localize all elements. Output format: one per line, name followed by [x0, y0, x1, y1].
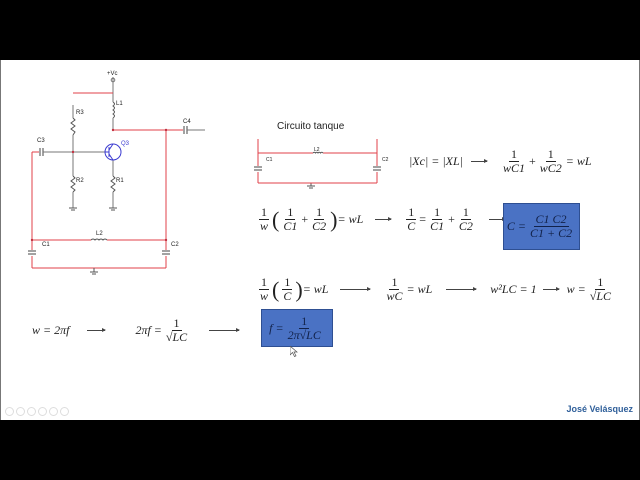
arrow-icon: [87, 328, 107, 332]
colpitts-schematic: [28, 77, 381, 275]
equation-frequency: w = 2πf 2πf = 1√LC: [32, 317, 241, 344]
q3-label: Q3: [121, 141, 130, 147]
supply-label: +Vc: [107, 71, 118, 77]
slides-icon[interactable]: [38, 407, 47, 416]
more-icon[interactable]: [60, 407, 69, 416]
arrow-icon: [470, 159, 488, 163]
next-icon[interactable]: [16, 407, 25, 416]
zoom-icon[interactable]: [49, 407, 58, 416]
r2-label: R2: [76, 178, 84, 184]
l2-label: L2: [96, 231, 103, 237]
arrow-icon: [209, 328, 241, 332]
author-name: José Velásquez: [566, 404, 633, 414]
c1-label: C1: [42, 242, 50, 248]
c2-label: C2: [171, 242, 179, 248]
r1-label: R1: [116, 178, 124, 184]
arrow-icon: [542, 287, 560, 291]
tank-title: Circuito tanque: [277, 121, 345, 132]
mouse-cursor-icon: [290, 346, 298, 357]
slide: +Vc L1 R3 R2 R1 C3 C4 Q3 L2 C1 C2 Circui…: [0, 60, 640, 420]
pen-icon[interactable]: [27, 407, 36, 416]
r3-label: R3: [76, 110, 84, 116]
tank-c1-label: C1: [266, 157, 273, 163]
l1-label: L1: [116, 101, 123, 107]
c4-label: C4: [183, 119, 191, 125]
tank-c2-label: C2: [382, 157, 389, 163]
slideshow-controls: [5, 407, 71, 416]
xc-xl: |Xc| = |XL|: [409, 154, 463, 168]
arrow-icon: [340, 287, 372, 291]
tank-l2-label: L2: [314, 147, 320, 153]
prev-icon[interactable]: [5, 407, 14, 416]
arrow-icon: [375, 217, 393, 221]
c3-label: C3: [37, 138, 45, 144]
arrow-icon: [446, 287, 478, 291]
